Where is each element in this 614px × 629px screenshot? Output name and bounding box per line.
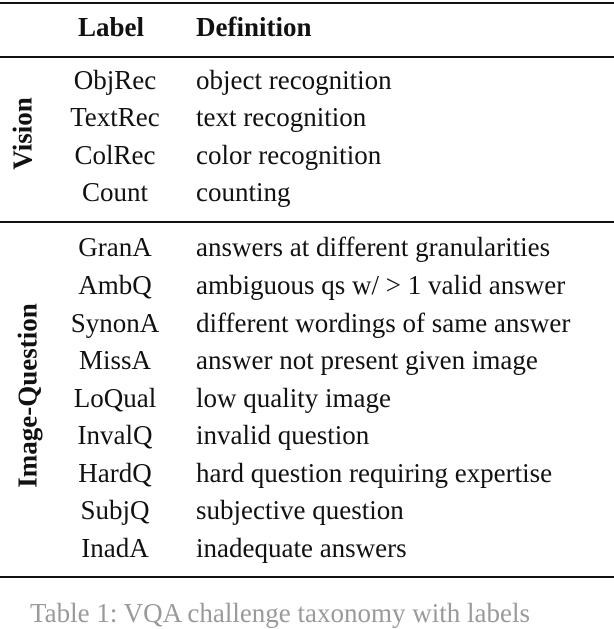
row-definition: subjective question xyxy=(196,495,404,525)
group-rule xyxy=(0,221,614,223)
row-label: ColRec xyxy=(74,140,156,170)
top-rule xyxy=(0,2,614,4)
bottom-rule xyxy=(0,576,614,578)
row-definition: inadequate answers xyxy=(196,533,407,563)
row-definition: ambiguous qs w/ > 1 valid answer xyxy=(196,270,566,300)
header-rule xyxy=(0,56,614,58)
table-row: GranA answers at different granularities xyxy=(0,232,614,269)
table-row: ColRec color recognition xyxy=(0,140,614,177)
row-label: SubjQ xyxy=(80,495,150,525)
table-row: Count counting xyxy=(0,177,614,214)
row-label: HardQ xyxy=(78,458,152,488)
table-row: InvalQ invalid question xyxy=(0,420,614,457)
table-row: SubjQ subjective question xyxy=(0,495,614,532)
table-row: InadA inadequate answers xyxy=(0,533,614,570)
row-definition: invalid question xyxy=(196,420,370,450)
row-label: Count xyxy=(81,177,148,207)
row-label: ObjRec xyxy=(73,65,157,95)
row-definition: color recognition xyxy=(196,140,382,170)
table-row: SynonA different wordings of same answer xyxy=(0,308,614,345)
row-definition: answer not present given image xyxy=(196,345,538,375)
header-definition: Definition xyxy=(196,12,312,42)
row-definition: text recognition xyxy=(196,102,367,132)
table-row: MissA answer not present given image xyxy=(0,345,614,382)
table-row: TextRec text recognition xyxy=(0,102,614,139)
row-definition: answers at different granularities xyxy=(196,232,551,262)
row-label: MissA xyxy=(78,345,152,375)
header-label: Label xyxy=(78,12,145,42)
table-caption: Table 1: VQA challenge taxonomy with lab… xyxy=(30,598,531,628)
row-label: AmbQ xyxy=(78,270,152,300)
table-row: LoQual low quality image xyxy=(0,383,614,420)
row-definition: counting xyxy=(196,177,291,207)
row-label: SynonA xyxy=(70,308,160,338)
table-row: AmbQ ambiguous qs w/ > 1 valid answer xyxy=(0,270,614,307)
row-label: InadA xyxy=(81,533,149,563)
row-definition: low quality image xyxy=(196,383,391,413)
row-label: InvalQ xyxy=(77,420,153,450)
row-label: LoQual xyxy=(73,383,157,413)
row-definition: different wordings of same answer xyxy=(196,308,571,338)
row-definition: hard question requiring expertise xyxy=(196,458,553,488)
row-label: TextRec xyxy=(70,102,160,132)
row-definition: object recognition xyxy=(196,65,392,95)
row-label: GranA xyxy=(78,232,152,262)
table-row: ObjRec object recognition xyxy=(0,65,614,102)
table-row: HardQ hard question requiring expertise xyxy=(0,458,614,495)
